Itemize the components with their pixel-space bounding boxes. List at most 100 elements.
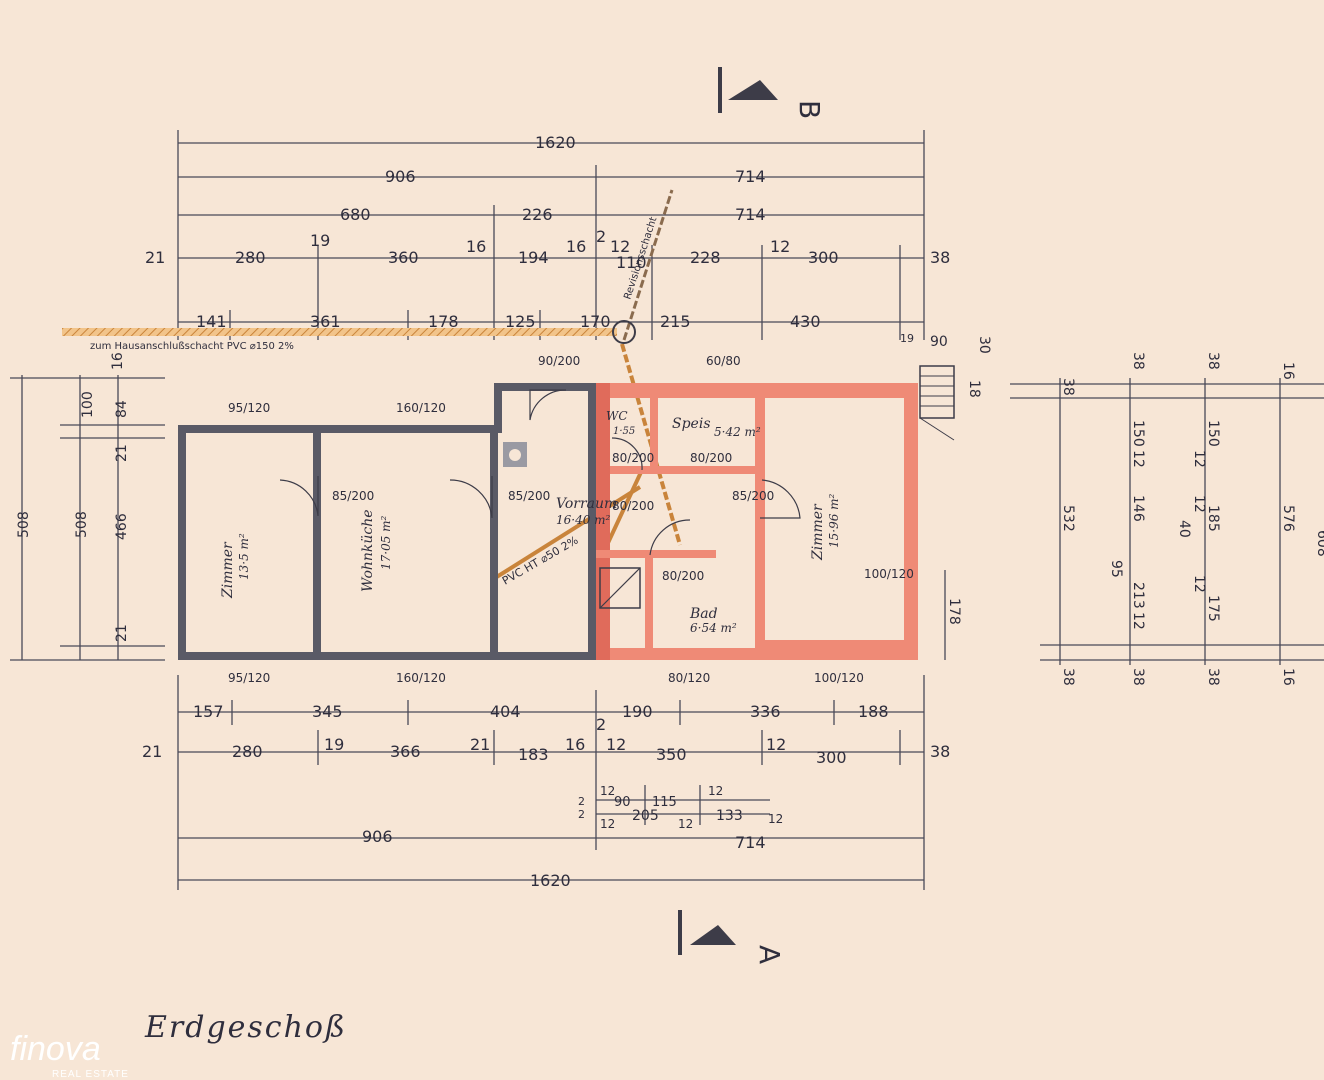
- dim-label: 141: [196, 312, 227, 331]
- dim-label: 188: [858, 702, 889, 721]
- window-label: 60/80: [706, 354, 741, 368]
- dim-label: 16: [466, 237, 486, 256]
- right-dimension-lines: [944, 378, 1324, 665]
- dim-label: 280: [232, 742, 263, 761]
- dim-label: 300: [816, 748, 847, 767]
- dim-label: 2: [578, 795, 585, 808]
- dim-label: 16: [110, 352, 126, 370]
- opening-labels: 95/120 160/120 95/120 160/120 80/120 100…: [228, 354, 914, 685]
- dim-label: 84: [114, 400, 130, 418]
- dim-label: 115: [652, 795, 677, 810]
- dim-label: 178: [428, 312, 459, 331]
- sewer-label: zum Hausanschlußschacht PVC ⌀150 2%: [90, 341, 294, 352]
- dim-label: 280: [235, 248, 266, 267]
- section-letter-a: A: [753, 945, 786, 964]
- dim-label: 21: [142, 742, 162, 761]
- window-label: 160/120: [396, 401, 446, 415]
- dim-label: 213: [1130, 582, 1146, 609]
- room-area: 16·40 m²: [556, 513, 611, 527]
- dim-label: 1620: [535, 133, 576, 152]
- door-label: 85/200: [332, 489, 374, 503]
- dim-label: 178: [946, 598, 962, 625]
- dim-label: 714: [735, 205, 766, 224]
- dim-label: 90: [614, 795, 631, 810]
- dim-label: 21: [470, 735, 490, 754]
- dim-label: 40: [1176, 520, 1192, 538]
- section-marker-a: A: [678, 910, 786, 964]
- dim-label: 466: [114, 513, 130, 540]
- dim-label: 2: [578, 808, 585, 821]
- section-letter-b: B: [793, 100, 826, 119]
- dim-label: 16: [1280, 668, 1296, 686]
- dim-label: 12: [1191, 495, 1207, 513]
- section-marker-b: B: [718, 67, 826, 119]
- dim-label: 12: [1191, 575, 1207, 593]
- dim-label: 532: [1060, 505, 1076, 532]
- room-name: Zimmer: [810, 503, 826, 561]
- dim-label: 226: [522, 205, 553, 224]
- dim-label: 110: [616, 253, 647, 272]
- room-name: WC: [606, 409, 628, 423]
- dim-label: 12: [600, 784, 615, 798]
- dim-label: 350: [656, 745, 687, 764]
- logo-sub: REAL ESTATE: [52, 1069, 129, 1080]
- drawing-title: Erdgeschoß: [144, 1010, 347, 1045]
- door-label: 80/200: [612, 499, 654, 513]
- room-name: Bad: [689, 606, 718, 622]
- dim-label: 12: [768, 812, 783, 826]
- door-label: 80/200: [690, 451, 732, 465]
- dim-label: 175: [1205, 595, 1221, 622]
- dim-label: 361: [310, 312, 341, 331]
- dim-label: 38: [1060, 378, 1076, 396]
- dim-label: 2: [596, 715, 606, 734]
- room-name: Vorraum: [556, 496, 617, 512]
- dim-label: 21: [145, 248, 165, 267]
- pvc-label: PVC HT ⌀50 2%: [500, 534, 580, 588]
- room-area: 15·96 m²: [827, 493, 841, 548]
- left-dimension-lines: [10, 375, 165, 661]
- dim-label: 185: [1205, 505, 1221, 532]
- window-label: 95/120: [228, 401, 270, 415]
- dim-label: 300: [808, 248, 839, 267]
- dim-label: 150: [1205, 420, 1221, 447]
- dim-label: 205: [632, 808, 659, 824]
- room-name: Wohnküche: [360, 509, 376, 592]
- dim-label: 16: [1280, 362, 1296, 380]
- stairs-icon: [919, 365, 955, 441]
- dim-label: 345: [312, 702, 343, 721]
- dim-label: 150: [1130, 420, 1146, 447]
- dim-label: 680: [340, 205, 371, 224]
- right-dimension-labels: 38 532 38 38 150 12 146 95 213 12 38 38 …: [900, 332, 1324, 686]
- door-label: 80/200: [662, 569, 704, 583]
- door-label: 85/200: [732, 489, 774, 503]
- dim-label: 38: [1205, 668, 1221, 686]
- dim-label: 12: [1130, 612, 1146, 630]
- dim-label: 183: [518, 745, 549, 764]
- dim-label: 190: [622, 702, 653, 721]
- dim-label: 38: [1130, 668, 1146, 686]
- dim-label: 100: [80, 391, 96, 418]
- door-swings: [279, 389, 801, 609]
- revision-shaft-icon: [612, 320, 636, 344]
- dim-label: 16: [566, 237, 586, 256]
- dim-label: 157: [193, 702, 224, 721]
- dim-label: 194: [518, 248, 549, 267]
- dim-label: 133: [716, 808, 743, 824]
- window-label: 100/120: [864, 567, 914, 581]
- dim-label: 714: [735, 167, 766, 186]
- room-area: 13·5 m²: [237, 533, 251, 580]
- finova-logo: finova REAL ESTATE: [10, 1030, 129, 1080]
- dim-label: 30: [976, 336, 992, 354]
- room-name: Speis: [672, 416, 711, 432]
- door-label: 80/200: [612, 451, 654, 465]
- door-label: 85/200: [508, 489, 550, 503]
- dim-label: 18: [966, 380, 982, 398]
- dim-label: 2: [596, 227, 606, 246]
- dim-label: 125: [505, 312, 536, 331]
- dim-label: 12: [1191, 450, 1207, 468]
- dim-label: 38: [1060, 668, 1076, 686]
- top-dimension-labels: 1620 906 714 680 226 714 21 280 19 360 1…: [145, 133, 950, 331]
- window-label: 90/200: [538, 354, 580, 368]
- dim-label: 38: [1130, 352, 1146, 370]
